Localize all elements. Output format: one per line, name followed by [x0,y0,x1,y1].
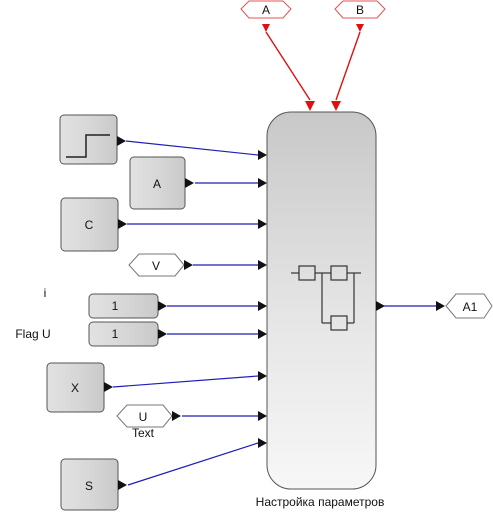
step-block[interactable] [59,114,126,165]
const-block-x[interactable]: X [46,362,113,413]
event-output-port [356,24,364,32]
const-block-1a[interactable]: 1 [88,293,167,319]
link-const-x [112,375,259,388]
output-block-a1-label: A1 [463,300,478,314]
output-port [117,136,126,146]
event-input-a[interactable]: A [240,0,292,32]
output-port [376,301,385,311]
main-superblock-caption: Настройка параметров [256,495,385,509]
link-step [125,140,259,156]
event-input-b-label: B [356,3,364,17]
label-flag-u: Flag U [15,327,50,341]
const-block-s[interactable]: S [60,458,127,511]
step-function-icon [66,134,110,158]
const-block-a-label: A [153,177,161,191]
event-input-b[interactable]: B [334,0,386,32]
event-input-port [305,101,315,111]
input-port [258,329,267,339]
const-block-s-label: S [85,479,93,493]
output-port [184,260,193,270]
const-block-1a-label: 1 [112,299,119,313]
input-port [258,178,267,188]
output-port [104,382,113,392]
const-block-1b-label: 1 [112,327,119,341]
output-port [118,480,127,490]
label-i: i [44,286,47,300]
const-block-1b[interactable]: 1 [88,321,167,347]
output-port [185,178,194,188]
event-link-a [265,31,311,101]
label-text: Text [132,426,155,440]
event-input-port [331,101,341,111]
output-block-a1[interactable]: A1 [436,293,493,319]
input-port [258,150,267,160]
from-block-u[interactable]: U [116,404,181,428]
output-port [158,301,167,311]
output-port [172,411,181,421]
input-port [258,301,267,311]
output-port [118,219,127,229]
event-output-port [262,24,270,32]
superblock-icon [291,265,361,331]
const-block-c-label: C [85,218,94,232]
signal-links [112,140,436,486]
event-link-b [335,31,361,101]
input-port [258,411,267,421]
const-block-x-label: X [71,381,79,395]
input-port [258,219,267,229]
from-block-v[interactable]: V [128,253,193,277]
event-input-a-label: A [262,3,270,17]
from-block-v-label: V [152,259,160,273]
input-port [258,438,267,448]
from-block-u-label: U [139,410,148,424]
const-block-c[interactable]: C [60,197,127,252]
main-superblock[interactable] [258,111,385,490]
input-port [258,371,267,381]
const-block-a[interactable]: A [129,156,194,210]
input-port [436,301,445,311]
input-port [258,260,267,270]
output-port [158,329,167,339]
link-const-s [127,442,259,486]
